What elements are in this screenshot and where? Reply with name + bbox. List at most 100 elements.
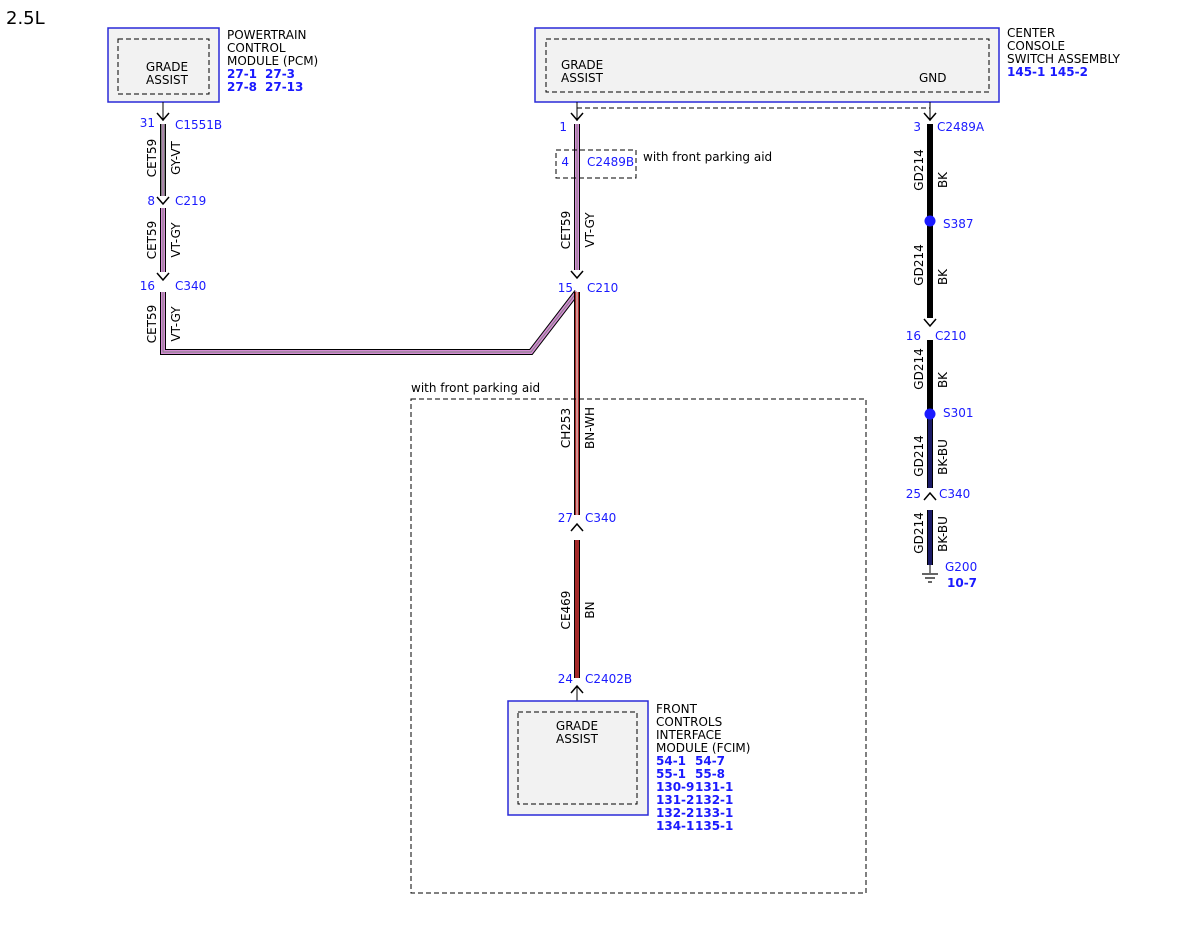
pcm-function-line2: ASSIST <box>146 73 189 87</box>
ground-ref[interactable]: 10-7 <box>947 576 977 590</box>
ccsa-function-line2: ASSIST <box>561 71 604 85</box>
gnd-pin-2: 16 <box>906 329 921 343</box>
connector-arrow-icon <box>156 196 170 206</box>
gnd-wire-5-circuit: GD214 <box>912 512 926 553</box>
ccsa-name-line3: SWITCH ASSEMBLY <box>1007 52 1121 66</box>
option-note-connector: with front parking aid <box>643 150 772 164</box>
fcim-ref[interactable]: 133-1 <box>695 806 733 820</box>
pcm-wire-2-color: VT-GY <box>169 222 183 258</box>
fcim-ref[interactable]: 132-1 <box>695 793 733 807</box>
center-connector-3[interactable]: C210 <box>587 281 618 295</box>
center-pin-2: 4 <box>561 155 569 169</box>
fcim-function-line2: ASSIST <box>556 732 599 746</box>
ground-wire-path <box>923 102 937 573</box>
connector-arrow-icon <box>923 112 937 122</box>
gnd-connector-2[interactable]: C210 <box>935 329 966 343</box>
fcim-function-line1: GRADE <box>556 719 598 733</box>
pcm-wire-1-circuit: CET59 <box>145 139 159 178</box>
pcm-ref-2[interactable]: 27-3 <box>265 67 295 81</box>
fcim-ref[interactable]: 131-2 <box>656 793 694 807</box>
gnd-wire-4-color: BK-BU <box>936 439 950 475</box>
connector-arrow-icon <box>570 522 584 532</box>
splice-s301-icon <box>924 408 936 420</box>
connector-arrow-icon <box>923 491 937 501</box>
pcm-wire-2-circuit: CET59 <box>145 221 159 260</box>
ground-name[interactable]: G200 <box>945 560 977 574</box>
pcm-connector-2[interactable]: C219 <box>175 194 206 208</box>
fcim-name-line4: MODULE (FCIM) <box>656 741 750 755</box>
connector-arrow-icon <box>570 112 584 122</box>
option-note-box: with front parking aid <box>411 381 540 395</box>
fcim-ref[interactable]: 130-9 <box>656 780 694 794</box>
splice-s301-label[interactable]: S301 <box>943 406 974 420</box>
ccsa-refs[interactable]: 145-1 145-2 <box>1007 65 1088 79</box>
center-wire-3-circuit: CE469 <box>559 591 573 630</box>
gnd-wire-3-color: BK <box>936 371 950 388</box>
gnd-wire-3-circuit: GD214 <box>912 348 926 389</box>
pcm-wire-3-color: VT-GY <box>169 306 183 342</box>
gnd-pin-1: 3 <box>913 120 921 134</box>
pcm-ref-1[interactable]: 27-1 <box>227 67 257 81</box>
gnd-wire-1-circuit: GD214 <box>912 149 926 190</box>
connector-arrow-icon <box>570 270 584 280</box>
connector-arrow-icon <box>156 112 170 122</box>
fcim-module: GRADE ASSIST FRONT CONTROLS INTERFACE MO… <box>507 700 750 833</box>
splice-s387-label[interactable]: S387 <box>943 217 974 231</box>
ccsa-gnd-label: GND <box>919 71 947 85</box>
fcim-ref[interactable]: 54-7 <box>695 754 725 768</box>
gnd-wire-2-color: BK <box>936 268 950 285</box>
connector-arrow-icon <box>156 272 170 282</box>
fcim-name-line2: CONTROLS <box>656 715 722 729</box>
fcim-name-line3: INTERFACE <box>656 728 722 742</box>
optional-region-box <box>410 398 867 894</box>
pcm-name-line1: POWERTRAIN <box>227 28 307 42</box>
pcm-ref-3[interactable]: 27-8 <box>227 80 257 94</box>
gnd-wire-4-circuit: GD214 <box>912 435 926 476</box>
diagram-title: 2.5L <box>6 8 45 29</box>
pcm-connector-3[interactable]: C340 <box>175 279 206 293</box>
center-connector-2[interactable]: C2489B <box>587 155 634 169</box>
pcm-pin-3: 16 <box>140 279 155 293</box>
gnd-wire-1-color: BK <box>936 171 950 188</box>
center-pin-1: 1 <box>559 120 567 134</box>
gnd-pin-3: 25 <box>906 487 921 501</box>
pcm-pin-1: 31 <box>140 116 155 130</box>
center-connector-5[interactable]: C2402B <box>585 672 632 686</box>
optional-connector-box <box>555 149 637 179</box>
pcm-ref-4[interactable]: 27-13 <box>265 80 303 94</box>
center-wire-2-circuit: CH253 <box>559 408 573 448</box>
fcim-ref[interactable]: 55-1 <box>656 767 686 781</box>
gnd-wire-5-color: BK-BU <box>936 516 950 552</box>
ccsa-name-line1: CENTER <box>1007 26 1055 40</box>
fcim-ref[interactable]: 135-1 <box>695 819 733 833</box>
center-wire-1-color: VT-GY <box>583 212 597 248</box>
fcim-ref[interactable]: 55-8 <box>695 767 725 781</box>
pcm-connector-1[interactable]: C1551B <box>175 118 222 132</box>
splice-s387-icon <box>924 215 936 227</box>
center-pin-5: 24 <box>558 672 573 686</box>
pcm-function-line1: GRADE <box>146 60 188 74</box>
pcm-wire-path <box>156 102 580 355</box>
center-pin-4: 27 <box>558 511 573 525</box>
ccsa-module: GRADE ASSIST GND CENTER CONSOLE SWITCH A… <box>534 26 1121 103</box>
gnd-connector-3[interactable]: C340 <box>939 487 970 501</box>
pcm-name-line3: MODULE (PCM) <box>227 54 318 68</box>
ccsa-function-line1: GRADE <box>561 58 603 72</box>
fcim-ref[interactable]: 54-1 <box>656 754 686 768</box>
fcim-ref[interactable]: 134-1 <box>656 819 694 833</box>
pcm-wire-3-circuit: CET59 <box>145 305 159 344</box>
fcim-ref[interactable]: 132-2 <box>656 806 694 820</box>
center-wire-2-color: BN-WH <box>583 407 597 449</box>
fcim-name-line1: FRONT <box>656 702 698 716</box>
pcm-wire-1-color: GY-VT <box>169 140 183 174</box>
center-pin-3: 15 <box>558 281 573 295</box>
ccsa-name-line2: CONSOLE <box>1007 39 1065 53</box>
center-wire-1-circuit: CET59 <box>559 211 573 250</box>
center-wire-3-color: BN <box>583 601 597 618</box>
gnd-connector-1[interactable]: C2489A <box>937 120 985 134</box>
connector-arrow-icon <box>923 318 937 328</box>
fcim-ref[interactable]: 131-1 <box>695 780 733 794</box>
pcm-name-line2: CONTROL <box>227 41 286 55</box>
center-connector-4[interactable]: C340 <box>585 511 616 525</box>
